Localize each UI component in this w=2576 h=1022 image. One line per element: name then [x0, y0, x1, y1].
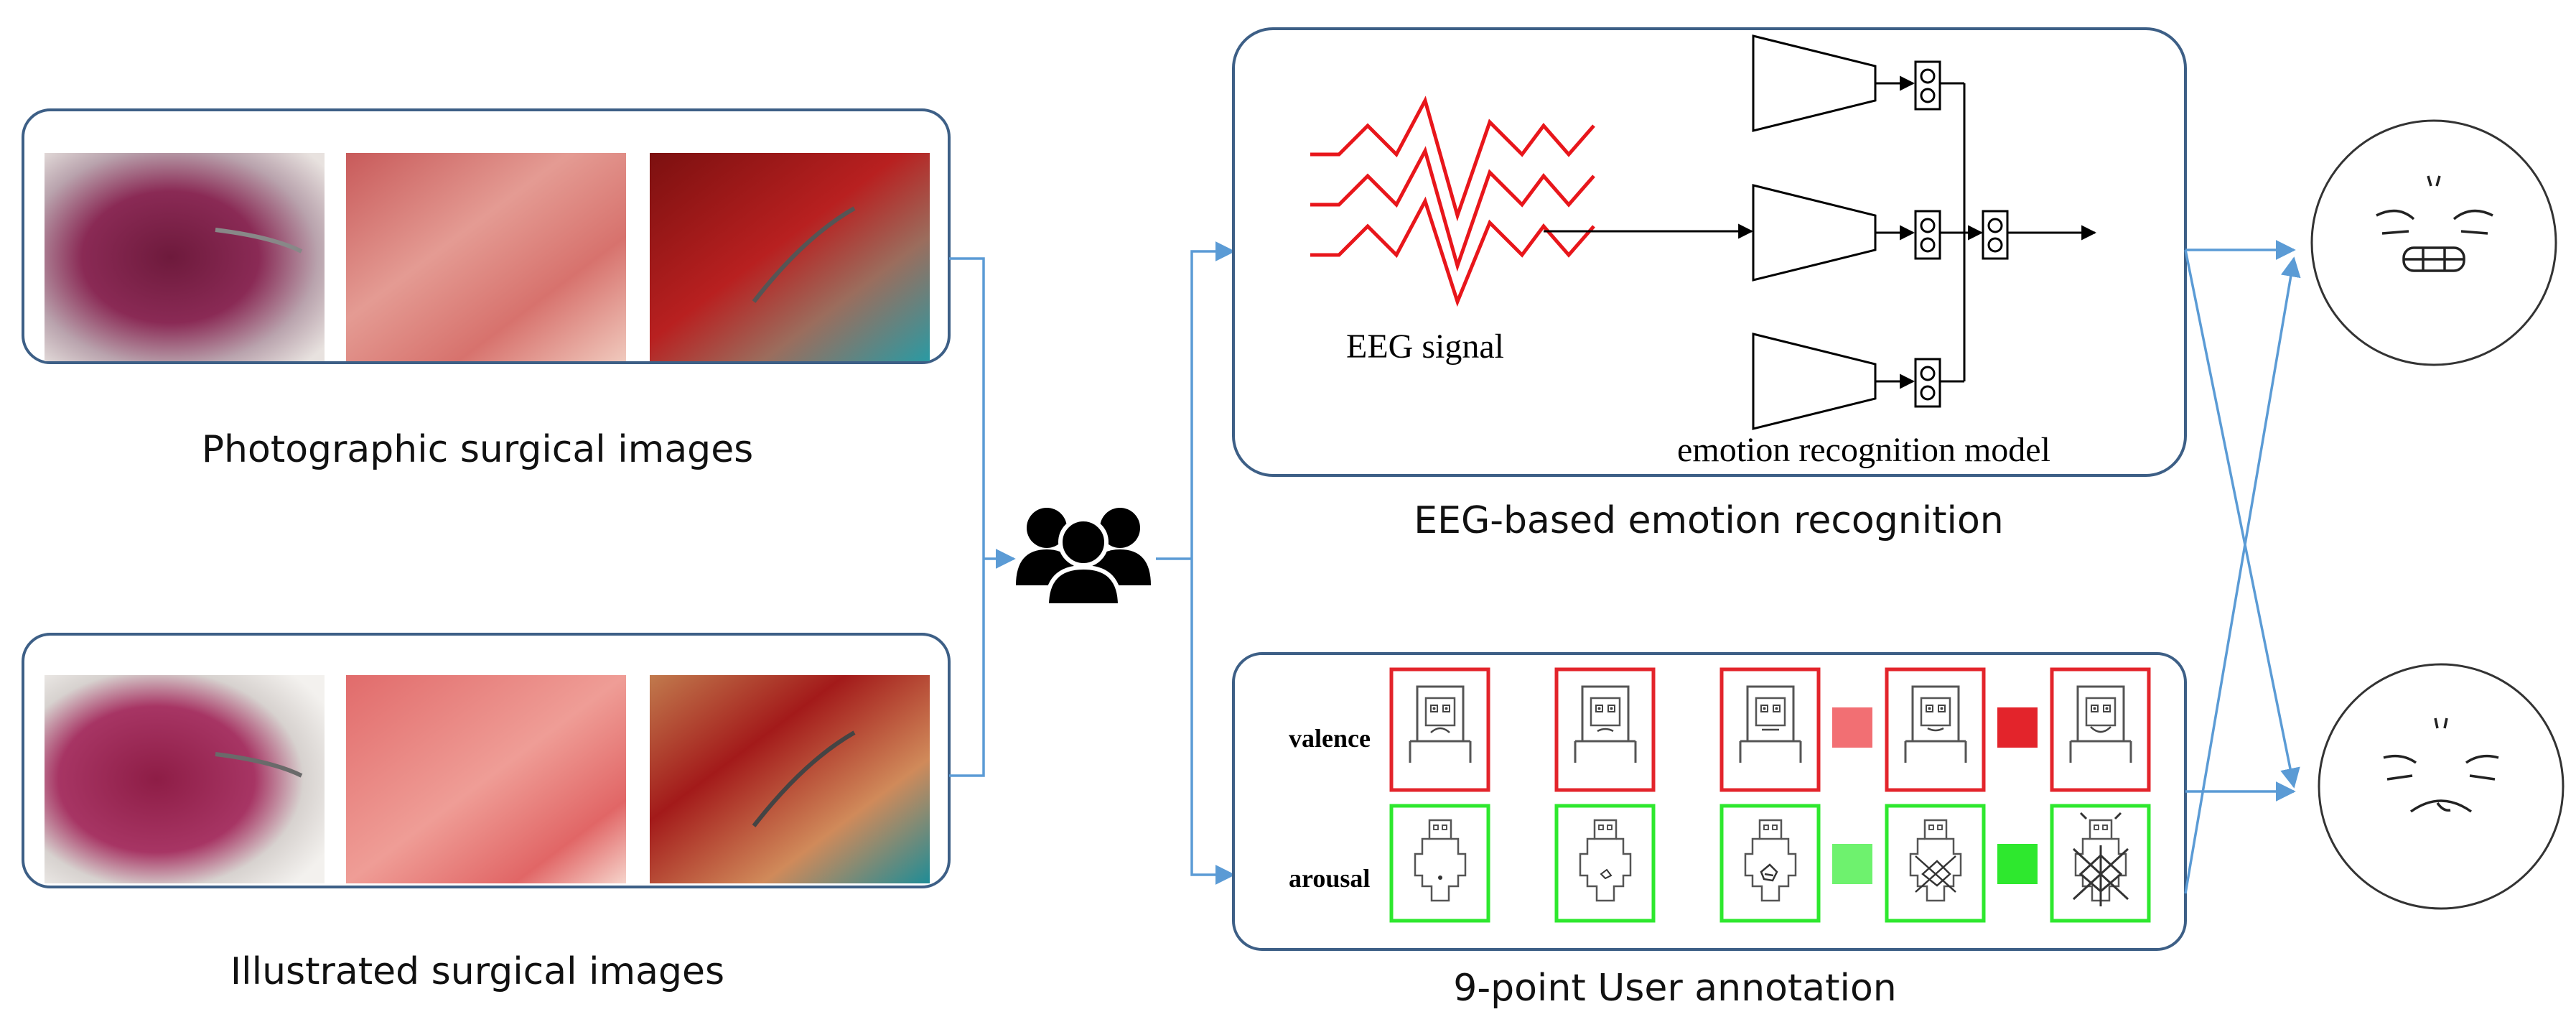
arousal-sam-3 [1719, 804, 1821, 923]
encoder-blocks [1752, 34, 1877, 430]
eeg-section-label: EEG-based emotion recognition [1414, 499, 2004, 542]
illustrated-image-1 [45, 675, 325, 883]
arousal-sam-4 [1885, 804, 1986, 923]
illustrated-image-2 [346, 675, 626, 883]
valence-sam-3 [1719, 667, 1821, 792]
valence-sam-2 [1554, 667, 1656, 792]
arousal-midpoint-2 [1997, 844, 2038, 884]
annotation-panel [1232, 652, 2187, 951]
arousal-sam-5 [2050, 804, 2151, 923]
eeg-signal-waves [1310, 96, 1595, 307]
encoder-output-arrows [1875, 75, 1915, 389]
arousal-label: arousal [1289, 864, 1370, 893]
model-label: emotion recognition model [1677, 431, 2050, 469]
arousal-midpoint-1 [1832, 844, 1872, 884]
arousal-sam-1 [1389, 804, 1490, 923]
left-connector-lines [949, 257, 1016, 777]
photo-image-2 [346, 153, 626, 361]
valence-label: valence [1289, 724, 1371, 753]
fusion-lines [1940, 82, 2097, 383]
users-group-icon [1016, 508, 1151, 608]
eeg-signal-label: EEG signal [1346, 327, 1504, 366]
valence-midpoint-2 [1997, 707, 2038, 748]
photo-image-1 [45, 153, 325, 361]
illustrated-image-3 [650, 675, 930, 883]
angry-face-icon [2310, 119, 2557, 366]
valence-midpoint-1 [1832, 707, 1872, 748]
valence-sam-5 [2050, 667, 2151, 792]
illustrated-images-label: Illustrated surgical images [230, 950, 724, 993]
users-connector-lines [1156, 241, 1236, 885]
photographic-images-label: Photographic surgical images [202, 428, 754, 471]
eeg-model-panel [1232, 27, 2187, 477]
valence-sam-4 [1885, 667, 1986, 792]
feature-vectors [1914, 60, 2009, 408]
annotation-section-label: 9-point User annotation [1453, 967, 1897, 1010]
output-connector-lines [2184, 240, 2301, 894]
arousal-sam-2 [1554, 804, 1656, 923]
sad-face-icon [2318, 663, 2565, 910]
valence-sam-1 [1389, 667, 1490, 792]
